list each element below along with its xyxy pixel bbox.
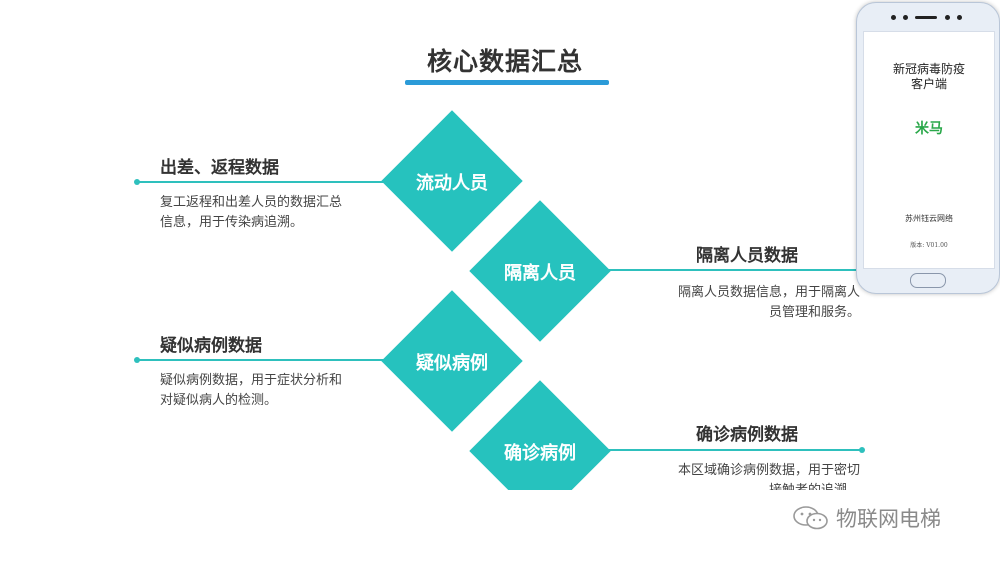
desc-suspected-data: 疑似病例数据，用于症状分析和 对疑似病人的检测。 xyxy=(160,371,395,411)
desc-isolated-data: 隔离人员数据信息，用于隔离人 员管理和服务。 xyxy=(620,283,860,323)
connector-dot-4 xyxy=(859,447,865,453)
phone-company: 苏州钰云网络 xyxy=(905,214,953,223)
page-title: 核心数据汇总 xyxy=(426,47,583,76)
desc-line: 信息，用于传染病追溯。 xyxy=(160,215,304,230)
phone-logo: 米马 xyxy=(915,121,943,137)
phone-app-title-line: 新冠病毒防疫 xyxy=(892,62,965,76)
wechat-icon xyxy=(792,505,830,536)
phone-app-title-line: 客户端 xyxy=(910,77,947,91)
connector-dot-3 xyxy=(134,357,140,363)
desc-line: 员管理和服务。 xyxy=(768,305,860,320)
connector-line-1 xyxy=(138,181,400,183)
title-underline xyxy=(405,80,609,85)
phone-screen: 新冠病毒防疫 客户端 米马 苏州钰云网络 版本: V01.00 xyxy=(863,31,995,269)
desc-line: 疑似病例数据，用于症状分析和 xyxy=(160,373,343,388)
desc-travel-return-data: 复工返程和出差人员的数据汇总 信息，用于传染病追溯。 xyxy=(160,193,395,233)
diamond-label-isolated-people: 隔离人员 xyxy=(504,263,576,284)
phone-sensor-icon xyxy=(945,15,950,20)
phone-sensor-icon xyxy=(903,15,908,20)
watermark: 物联网电梯 xyxy=(792,503,941,536)
diamond-label-suspected-cases: 疑似病例 xyxy=(416,353,488,374)
connector-line-3 xyxy=(138,359,400,361)
phone-camera-icon xyxy=(891,15,896,20)
desc-line: 隔离人员数据信息，用于隔离人 xyxy=(677,285,860,300)
phone-version: 版本: V01.00 xyxy=(910,242,948,249)
diamond-label-confirmed-cases: 确诊病例 xyxy=(504,443,576,464)
connector-line-2 xyxy=(600,269,860,271)
heading-travel-return-data: 出差、返程数据 xyxy=(160,158,279,178)
heading-suspected-data: 疑似病例数据 xyxy=(160,336,262,356)
connector-line-4 xyxy=(600,449,862,451)
heading-confirmed-data: 确诊病例数据 xyxy=(696,425,798,445)
desc-line: 对疑似病人的检测。 xyxy=(160,393,278,408)
slide: 核心数据汇总 流动人员 隔离人员 疑似病例 确诊病例 出差、返程数据 复工返程和… xyxy=(134,2,1000,522)
diamond-label-floating-people: 流动人员 xyxy=(416,173,488,194)
desc-line: 本区域确诊病例数据，用于密切 xyxy=(677,463,860,478)
bottom-band xyxy=(0,490,1000,561)
heading-isolated-data: 隔离人员数据 xyxy=(696,246,798,266)
phone-mockup: 新冠病毒防疫 客户端 米马 苏州钰云网络 版本: V01.00 xyxy=(856,2,1000,294)
watermark-text: 物联网电梯 xyxy=(836,507,941,531)
phone-app-title: 新冠病毒防疫 客户端 xyxy=(864,62,994,92)
phone-speaker xyxy=(915,16,937,19)
phone-sensor-icon xyxy=(957,15,962,20)
connector-dot-1 xyxy=(134,179,140,185)
desc-line: 复工返程和出差人员的数据汇总 xyxy=(160,195,343,210)
phone-home-button xyxy=(910,273,946,288)
